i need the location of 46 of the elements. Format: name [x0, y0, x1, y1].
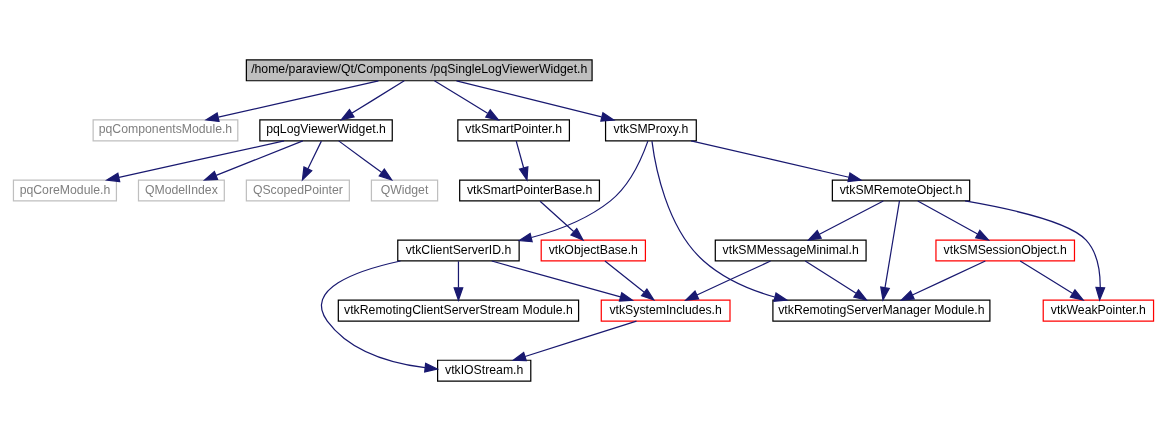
node-box: vtkObjectBase.h: [540, 239, 647, 262]
arrow: [1019, 259, 1085, 301]
arrow: [806, 199, 884, 241]
arrow: [690, 139, 863, 182]
arrow: [684, 259, 772, 301]
arrow: [517, 140, 649, 242]
arrow: [964, 199, 1106, 302]
arrow: [515, 140, 529, 182]
arrow: [455, 79, 616, 122]
arrow: [899, 259, 986, 301]
arrow: [604, 259, 656, 301]
node-box: pqComponentsModule.h: [92, 118, 239, 141]
node-box: /home/paraview/Qt/Components /pqSingleLogViewerWidget.h: [245, 58, 593, 81]
arrow: [491, 259, 635, 302]
node-box: vtkSmartPointerBase.h: [459, 178, 601, 201]
arrow: [539, 200, 585, 241]
arrow: [104, 139, 285, 182]
arrow: [651, 139, 789, 302]
arrow: [453, 260, 464, 302]
node-box: vtkIOStream.h: [437, 359, 532, 382]
node-box: vtkRemotingServerManager Module.h: [772, 299, 991, 322]
node-box: QScopedPointer: [245, 178, 350, 201]
node-box: pqLogViewerWidget.h: [259, 118, 393, 141]
node-box: pqCoreModule.h: [12, 178, 118, 201]
arrow: [433, 79, 501, 121]
arrow: [338, 139, 394, 181]
arrow: [917, 199, 991, 241]
arrow: [202, 139, 304, 181]
arrow: [511, 319, 638, 361]
node-box: vtkSMProxy.h: [604, 118, 697, 141]
node-box: QWidget: [370, 178, 439, 201]
node-box: vtkSMMessageMinimal.h: [714, 239, 867, 262]
node-box: vtkClientServerID.h: [397, 239, 520, 262]
arrow: [880, 199, 901, 302]
arrow: [339, 79, 405, 121]
node-box: vtkWeakPointer.h: [1042, 299, 1155, 322]
node-box: vtkRemotingClientServerStream Module.h: [337, 299, 580, 322]
arrow: [301, 140, 322, 182]
arrow: [804, 259, 869, 301]
node-box: vtkSmartPointer.h: [457, 118, 570, 141]
node-box: vtkSMSessionObject.h: [935, 239, 1076, 262]
arrow: [320, 259, 440, 373]
node-box: vtkSMRemoteObject.h: [831, 178, 971, 201]
node-box: vtkSystemIncludes.h: [600, 299, 731, 322]
arrow: [204, 79, 380, 122]
node-box: QModelIndex: [137, 178, 225, 201]
